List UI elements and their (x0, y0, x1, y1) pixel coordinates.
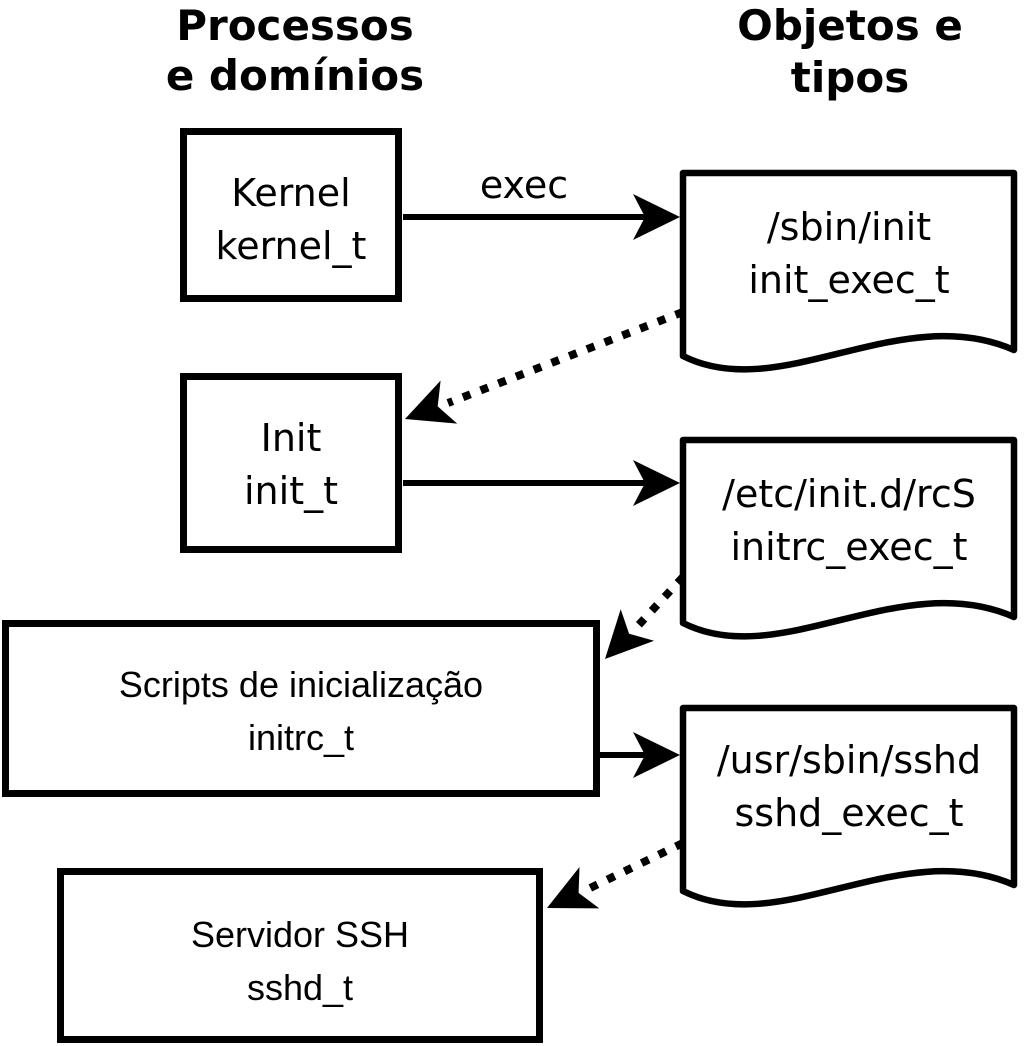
process-box-initrc: Scripts de inicialização initrc_t (2, 620, 600, 797)
exec-arrow-2-head (633, 460, 680, 506)
object-doc-usr-sbin-sshd: /usr/sbin/sshd sshd_exec_t (679, 704, 1018, 908)
initrc-name: Scripts de inicialização (119, 664, 483, 705)
transition-arrow-rcs-to-initrc (605, 574, 686, 659)
exec-arrow-label: exec (480, 163, 568, 207)
kernel-name: Kernel (231, 171, 350, 215)
init-name: Init (261, 416, 322, 460)
sbin-init-path: /sbin/init (767, 205, 931, 249)
processes-header-line1: Processos (176, 1, 414, 50)
exec-arrow-kernel-to-sbin-init (403, 194, 680, 240)
transition-arrow-sbin-init-to-init (405, 308, 685, 424)
sshd-domain: sshd_t (247, 967, 353, 1008)
object-doc-sbin-init: /sbin/init init_exec_t (679, 169, 1018, 373)
objects-header-line1: Objetos e (737, 1, 963, 50)
exec-arrow-1-head (633, 194, 680, 240)
sshd-box-shape (57, 868, 543, 1043)
transition-arrow-1-head (405, 380, 458, 424)
etc-initd-rcs-type: initrc_exec_t (731, 525, 968, 569)
process-box-kernel: Kernel kernel_t (180, 128, 402, 302)
etc-initd-rcs-path: /etc/init.d/rcS (722, 472, 976, 516)
exec-arrow-init-to-rcs (403, 460, 680, 506)
initrc-box-shape (2, 620, 600, 797)
object-doc-etc-initd-rcs: /etc/init.d/rcS initrc_exec_t (679, 436, 1018, 640)
usr-sbin-sshd-type: sshd_exec_t (734, 791, 963, 835)
process-box-init: Init init_t (180, 373, 402, 553)
usr-sbin-sshd-path: /usr/sbin/sshd (717, 738, 981, 782)
sbin-init-doc-shape (679, 169, 1018, 373)
transition-arrow-sshd-exec-to-sshd (547, 839, 685, 909)
transition-arrow-1-line (446, 308, 685, 407)
exec-arrow-initrc-to-sshd-exec (600, 732, 680, 778)
transition-arrow-2-line (631, 574, 686, 633)
column-header-objects: Objetos e tipos (737, 1, 963, 102)
transition-arrow-3-head (547, 867, 600, 909)
sbin-init-type: init_exec_t (748, 258, 949, 302)
initrc-domain: initrc_t (248, 717, 354, 758)
usr-sbin-sshd-doc-shape (679, 704, 1018, 908)
transition-arrow-2-head (605, 609, 655, 659)
etc-initd-rcs-doc-shape (679, 436, 1018, 640)
objects-header-line2: tipos (791, 53, 909, 102)
init-domain: init_t (244, 469, 338, 513)
process-box-sshd: Servidor SSH sshd_t (57, 868, 543, 1043)
init-box-shape (180, 373, 402, 553)
column-header-processes: Processos e domínios (166, 1, 424, 100)
exec-arrow-3-head (633, 732, 680, 778)
kernel-box-shape (180, 128, 402, 302)
processes-header-line2: e domínios (166, 51, 424, 100)
kernel-domain: kernel_t (216, 224, 367, 268)
transition-arrow-3-line (584, 839, 685, 894)
sshd-name: Servidor SSH (191, 914, 409, 955)
